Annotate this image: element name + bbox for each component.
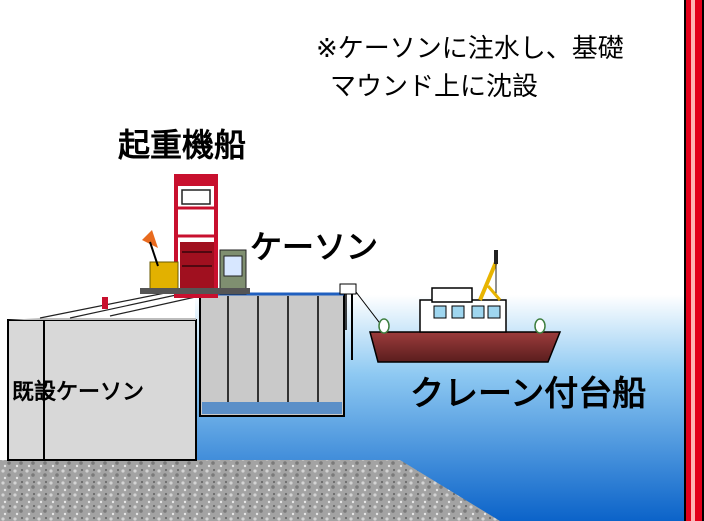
construction-note: ※ケーソンに注水し、基礎 マウンド上に沈設: [316, 30, 624, 106]
crane-ship-label: 起重機船: [118, 126, 247, 164]
bollard: [102, 297, 108, 309]
crane-tower: [174, 174, 218, 298]
mooring-lines: [39, 289, 201, 319]
note-line-1: ※ケーソンに注水し、基礎: [316, 34, 624, 64]
crane-barge-label: クレーン付台船: [410, 374, 647, 414]
existing-caisson-label: 既設ケーソン: [12, 380, 145, 405]
rubble-mound: [0, 460, 500, 521]
crane-cabin: [140, 230, 250, 295]
crane-barge: [369, 250, 562, 363]
existing-caisson-block: [7, 318, 197, 461]
caisson-label: ケーソン: [250, 228, 379, 266]
note-line-2: マウンド上に沈設: [330, 72, 539, 102]
